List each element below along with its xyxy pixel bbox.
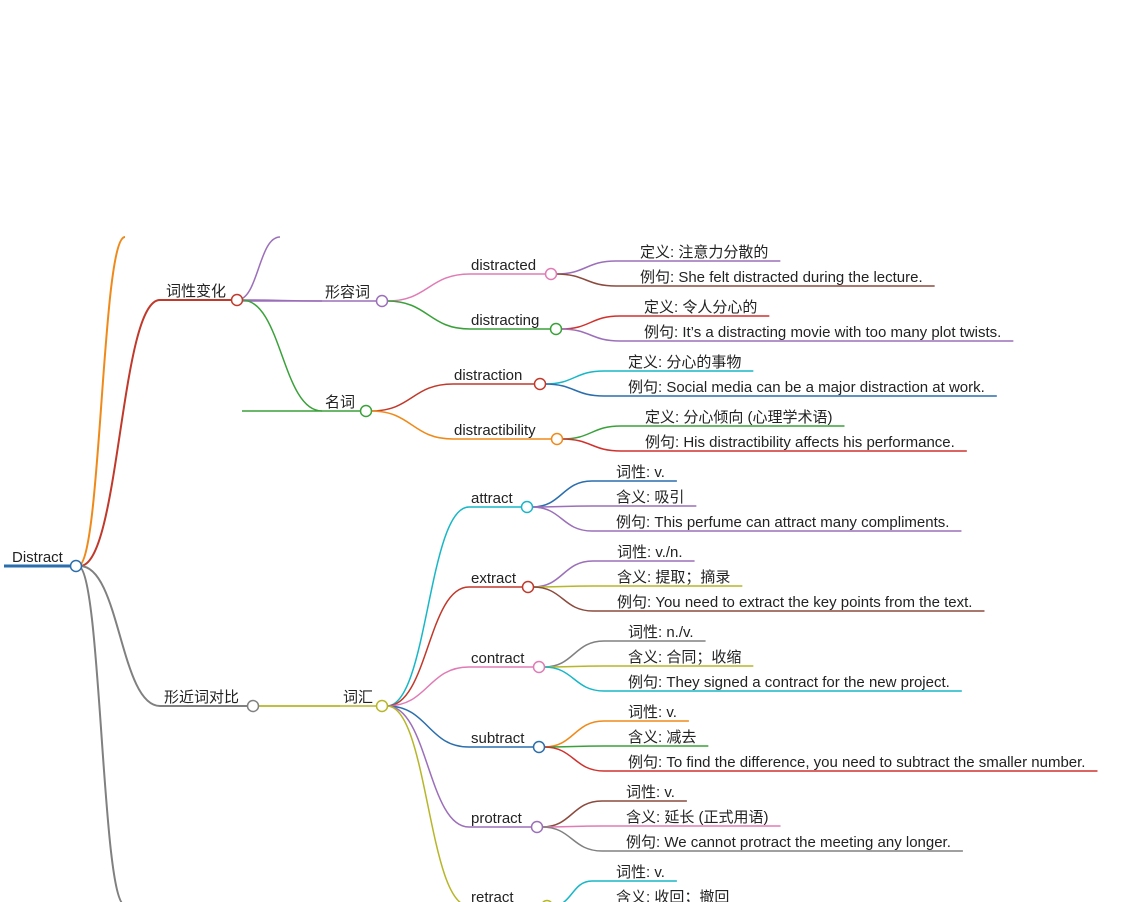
detail-label: 词性: v./n. — [617, 544, 683, 561]
word-line — [386, 705, 470, 748]
word-line — [386, 586, 470, 707]
detail-line — [555, 260, 617, 275]
detail-label: 含义: 收回；撤回 — [616, 889, 729, 902]
detail-line — [532, 586, 594, 612]
detail-label: 词性: v. — [626, 784, 675, 801]
sub-branch-line — [241, 299, 323, 412]
branch-label: 词性变化 — [166, 283, 226, 300]
detail-line — [531, 480, 593, 508]
detail-label: 例句: His distractibility affects his perf… — [645, 434, 955, 451]
detail-label: 词性: v. — [616, 864, 665, 881]
category-node-toggle[interactable] — [375, 699, 389, 713]
detail-line — [543, 746, 605, 772]
word-node-toggle[interactable] — [532, 660, 546, 674]
detail-line — [543, 720, 605, 748]
word-node-toggle[interactable] — [549, 322, 563, 336]
detail-label: 词性: v. — [616, 464, 665, 481]
word-label: distraction — [454, 367, 522, 384]
detail-label: 含义: 延长 (正式用语) — [626, 809, 769, 826]
detail-line — [544, 383, 605, 397]
detail-label: 定义: 注意力分散的 — [640, 243, 768, 261]
detail-label: 词性: v. — [628, 704, 677, 721]
offscreen-branch-line — [77, 565, 123, 902]
detail-line — [544, 370, 605, 385]
detail-label: 定义: 分心的事物 — [628, 354, 741, 371]
word-label: attract — [471, 490, 514, 507]
detail-line — [543, 640, 605, 668]
detail-label: 例句: You need to extract the key points f… — [617, 594, 972, 611]
branch-line — [79, 565, 161, 707]
word-label: retract — [471, 889, 514, 902]
detail-label: 例句: We cannot protract the meeting any l… — [626, 834, 951, 851]
detail-label: 含义: 减去 — [628, 729, 696, 746]
detail-label: 例句: It’s a distracting movie with too ma… — [644, 324, 1001, 341]
detail-line — [541, 800, 603, 828]
detail-label: 含义: 提取；摘录 — [617, 568, 730, 586]
detail-label: 定义: 分心倾向 (心理学术语) — [645, 409, 833, 426]
category-node-toggle[interactable] — [359, 404, 373, 418]
root-node-label: Distract — [12, 549, 64, 566]
word-node-toggle[interactable] — [532, 740, 546, 754]
word-line — [370, 410, 454, 440]
word-node-toggle[interactable] — [550, 432, 564, 446]
root-node-toggle[interactable] — [69, 559, 83, 573]
word-label: protract — [471, 810, 523, 827]
offscreen-branch-line — [236, 236, 281, 301]
category-node-toggle[interactable] — [375, 294, 389, 308]
word-line — [370, 383, 454, 412]
category-label: 名词 — [325, 394, 355, 411]
word-line — [386, 705, 470, 828]
detail-line — [562, 880, 593, 902]
word-line — [386, 705, 462, 902]
detail-line — [555, 273, 617, 287]
detail-line — [531, 506, 593, 532]
word-label: distracted — [471, 257, 536, 274]
detail-label: 例句: To find the difference, you need to … — [628, 754, 1085, 771]
connector-lines — [4, 236, 1098, 902]
detail-label: 定义: 令人分心的 — [644, 299, 757, 316]
branch-node-toggle[interactable] — [230, 293, 244, 307]
detail-label: 词性: n./v. — [628, 624, 694, 641]
detail-line — [532, 560, 594, 588]
detail-line — [543, 666, 605, 692]
detail-label: 例句: This perfume can attract many compli… — [616, 514, 949, 531]
detail-line — [561, 438, 622, 452]
word-line — [386, 273, 471, 302]
word-node-toggle[interactable] — [521, 580, 535, 594]
word-label: extract — [471, 570, 517, 587]
word-node-toggle[interactable] — [520, 500, 534, 514]
word-node-toggle[interactable] — [544, 267, 558, 281]
word-line — [386, 506, 470, 707]
detail-label: 例句: They signed a contract for the new p… — [628, 674, 950, 691]
word-label: contract — [471, 650, 525, 667]
detail-label: 含义: 合同；收缩 — [628, 649, 741, 666]
word-label: subtract — [471, 730, 525, 747]
detail-label: 含义: 吸引 — [616, 489, 684, 506]
detail-label: 例句: She felt distracted during the lectu… — [640, 269, 923, 286]
branch-label: 形近词对比 — [164, 689, 239, 706]
category-label: 形容词 — [325, 284, 370, 301]
detail-line — [541, 826, 603, 852]
detail-line — [561, 425, 622, 440]
detail-line — [560, 328, 621, 342]
word-label: distracting — [471, 312, 539, 329]
detail-line — [560, 315, 621, 330]
branch-line — [79, 299, 161, 567]
detail-label: 例句: Social media can be a major distract… — [628, 379, 985, 396]
word-node-toggle[interactable] — [533, 377, 547, 391]
word-line — [386, 300, 471, 330]
category-label: 词汇 — [343, 689, 373, 706]
word-node-toggle[interactable] — [530, 820, 544, 834]
branch-node-toggle[interactable] — [246, 699, 260, 713]
word-line — [386, 666, 470, 707]
offscreen-branch-line — [77, 236, 126, 567]
word-label: distractibility — [454, 422, 536, 439]
